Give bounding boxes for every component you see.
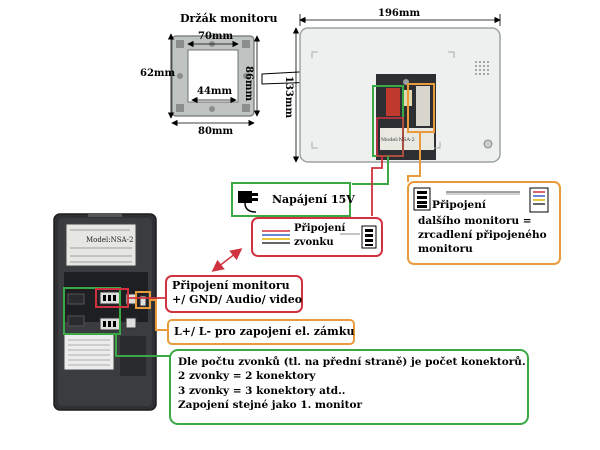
next-monitor-line-1: Připojení — [432, 199, 486, 211]
monitor-connection-label: Připojení monitoru +/ GND/ Audio/ video — [172, 279, 302, 308]
monitor-connection-box — [165, 275, 303, 313]
next-monitor-line-2: dalšího monitoru = — [418, 215, 532, 227]
power-adapter-icon — [238, 191, 258, 213]
monitor-height: 133mm — [283, 76, 294, 119]
monitor-back — [299, 27, 501, 163]
next-monitor-connector-icon — [413, 187, 549, 213]
bracket-dim-right: 86mm — [243, 66, 254, 102]
monitor-bracket — [171, 35, 255, 117]
bell-label-line-2: zvonku — [294, 236, 334, 248]
bell-box — [251, 217, 383, 257]
note-text: Dle počtu zvonků (tl. na přední straně) … — [178, 355, 526, 413]
monitor-width: 196mm — [378, 8, 421, 19]
next-monitor-label-rest: dalšího monitoru = zrcadlení připojeného… — [418, 214, 547, 257]
power-box — [231, 182, 351, 217]
lock-box — [167, 319, 355, 345]
bell-label-line-1: Připojení — [294, 223, 346, 234]
monitor-model-label: Model:NSA-2 — [381, 137, 415, 143]
bell-connection-label: Připojení zvonku — [294, 222, 345, 249]
note-line-4: Zapojení stejné jako 1. monitor — [178, 399, 363, 412]
note-line-1: Dle počtu zvonků (tl. na přední straně) … — [178, 356, 526, 368]
next-monitor-line-3: zrcadlení připojeného — [418, 229, 547, 242]
note-line-2: 2 zvonky = 2 konektory — [178, 370, 316, 383]
note-box — [169, 349, 529, 425]
bracket-dim-top: 70mm — [198, 31, 234, 42]
power-label: Napájení 15V — [272, 193, 355, 206]
monitor-red-highlight — [376, 117, 404, 157]
monitor-connection-line-2: +/ GND/ Audio/ video — [172, 293, 303, 307]
lock-label: L+/ L- pro zapojení el. zámku — [174, 325, 355, 338]
outdoor-model-label: Model:NSA-2 — [86, 236, 134, 244]
monitor-connection-line-1: Připojení monitoru — [172, 279, 290, 292]
bracket-dim-inner: 44mm — [197, 86, 233, 97]
next-monitor-label: Připojení — [432, 198, 486, 212]
next-monitor-line-4: monitoru — [418, 243, 473, 256]
outdoor-green-highlight — [63, 287, 121, 335]
note-line-3: 3 zvonky = 3 konektory atd.. — [178, 384, 346, 397]
next-monitor-box — [407, 181, 561, 265]
bell-connector-icon — [262, 225, 377, 249]
bracket-dim-bottom: 80mm — [198, 126, 234, 137]
bracket-title: Držák monitoru — [180, 12, 278, 25]
bell-double-arrow — [211, 248, 243, 272]
bracket-dim-left: 62mm — [140, 68, 176, 79]
